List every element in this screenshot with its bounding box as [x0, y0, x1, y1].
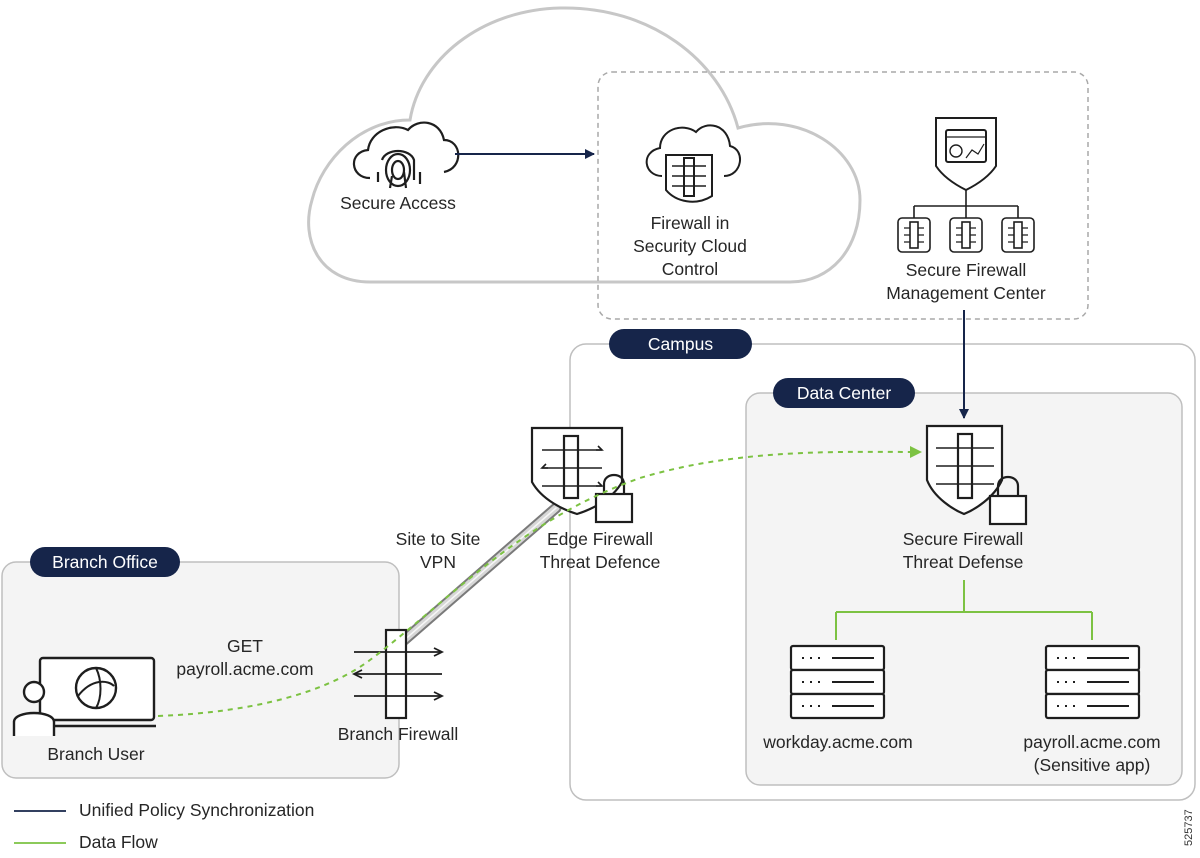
fmc-label-line1: Secure Firewall	[905, 260, 1027, 280]
branch-office-badge: Branch Office	[30, 547, 180, 577]
firewall-shield-lock-icon	[530, 426, 634, 524]
workday-label: workday.acme.com	[763, 732, 913, 752]
data-flow-tree	[835, 580, 1093, 640]
edge-firewall-label-line2: Threat Defence	[539, 552, 661, 572]
payroll-label-line2: (Sensitive app)	[1033, 755, 1151, 775]
cloud-region-dashed	[597, 71, 1089, 320]
server-icon	[1044, 644, 1141, 720]
get-request-label-line2: payroll.acme.com	[176, 659, 314, 679]
firewall-cloud-label: Firewall in Security Cloud Control	[610, 212, 770, 281]
get-request-label-line1: GET	[227, 636, 263, 656]
site-vpn-label-line1: Site to Site	[395, 529, 481, 549]
site-vpn-label-line2: VPN	[420, 552, 456, 572]
site-vpn-label: Site to Site VPN	[378, 528, 498, 574]
workstation-user-icon	[12, 656, 156, 736]
firewall-icon	[351, 628, 445, 720]
cloud-outline	[307, 6, 862, 284]
data-center-badge: Data Center	[773, 378, 915, 408]
threat-defense-label-line1: Secure Firewall	[902, 529, 1024, 549]
legend-data-flow-label: Data Flow	[79, 832, 158, 852]
threat-defense-label-line2: Threat Defense	[902, 552, 1024, 572]
server-icon	[789, 644, 886, 720]
threat-defense-label: Secure Firewall Threat Defense	[883, 528, 1043, 574]
firewall-cloud-label-line1: Firewall in	[650, 213, 730, 233]
payroll-label-line1: payroll.acme.com	[1023, 732, 1161, 752]
fmc-label-line2: Management Center	[886, 283, 1046, 303]
secure-access-label: Secure Access	[340, 193, 456, 213]
firewall-cloud-label-line2: Security Cloud	[633, 236, 747, 256]
figure-id: 525737	[1183, 809, 1195, 846]
fmc-label: Secure Firewall Management Center	[866, 259, 1066, 305]
managed-firewall-icons	[897, 217, 1035, 253]
edge-firewall-label: Edge Firewall Threat Defence	[520, 528, 680, 574]
branch-firewall-label: Branch Firewall	[337, 724, 459, 744]
payroll-label: payroll.acme.com (Sensitive app)	[1006, 731, 1178, 777]
fmc-tree-lines	[913, 190, 1019, 218]
branch-user-label: Branch User	[47, 744, 145, 764]
edge-firewall-label-line1: Edge Firewall	[546, 529, 654, 549]
firewall-cloud-label-line3: Control	[661, 259, 719, 279]
legend-policy-sync-label: Unified Policy Synchronization	[79, 800, 315, 820]
firewall-shield-lock-icon	[925, 424, 1028, 526]
cloud-fingerprint-icon	[352, 121, 460, 189]
campus-badge: Campus	[609, 329, 752, 359]
management-center-icon	[935, 117, 997, 192]
cloud-firewall-icon	[645, 124, 741, 203]
get-request-label: GET payroll.acme.com	[160, 635, 330, 681]
